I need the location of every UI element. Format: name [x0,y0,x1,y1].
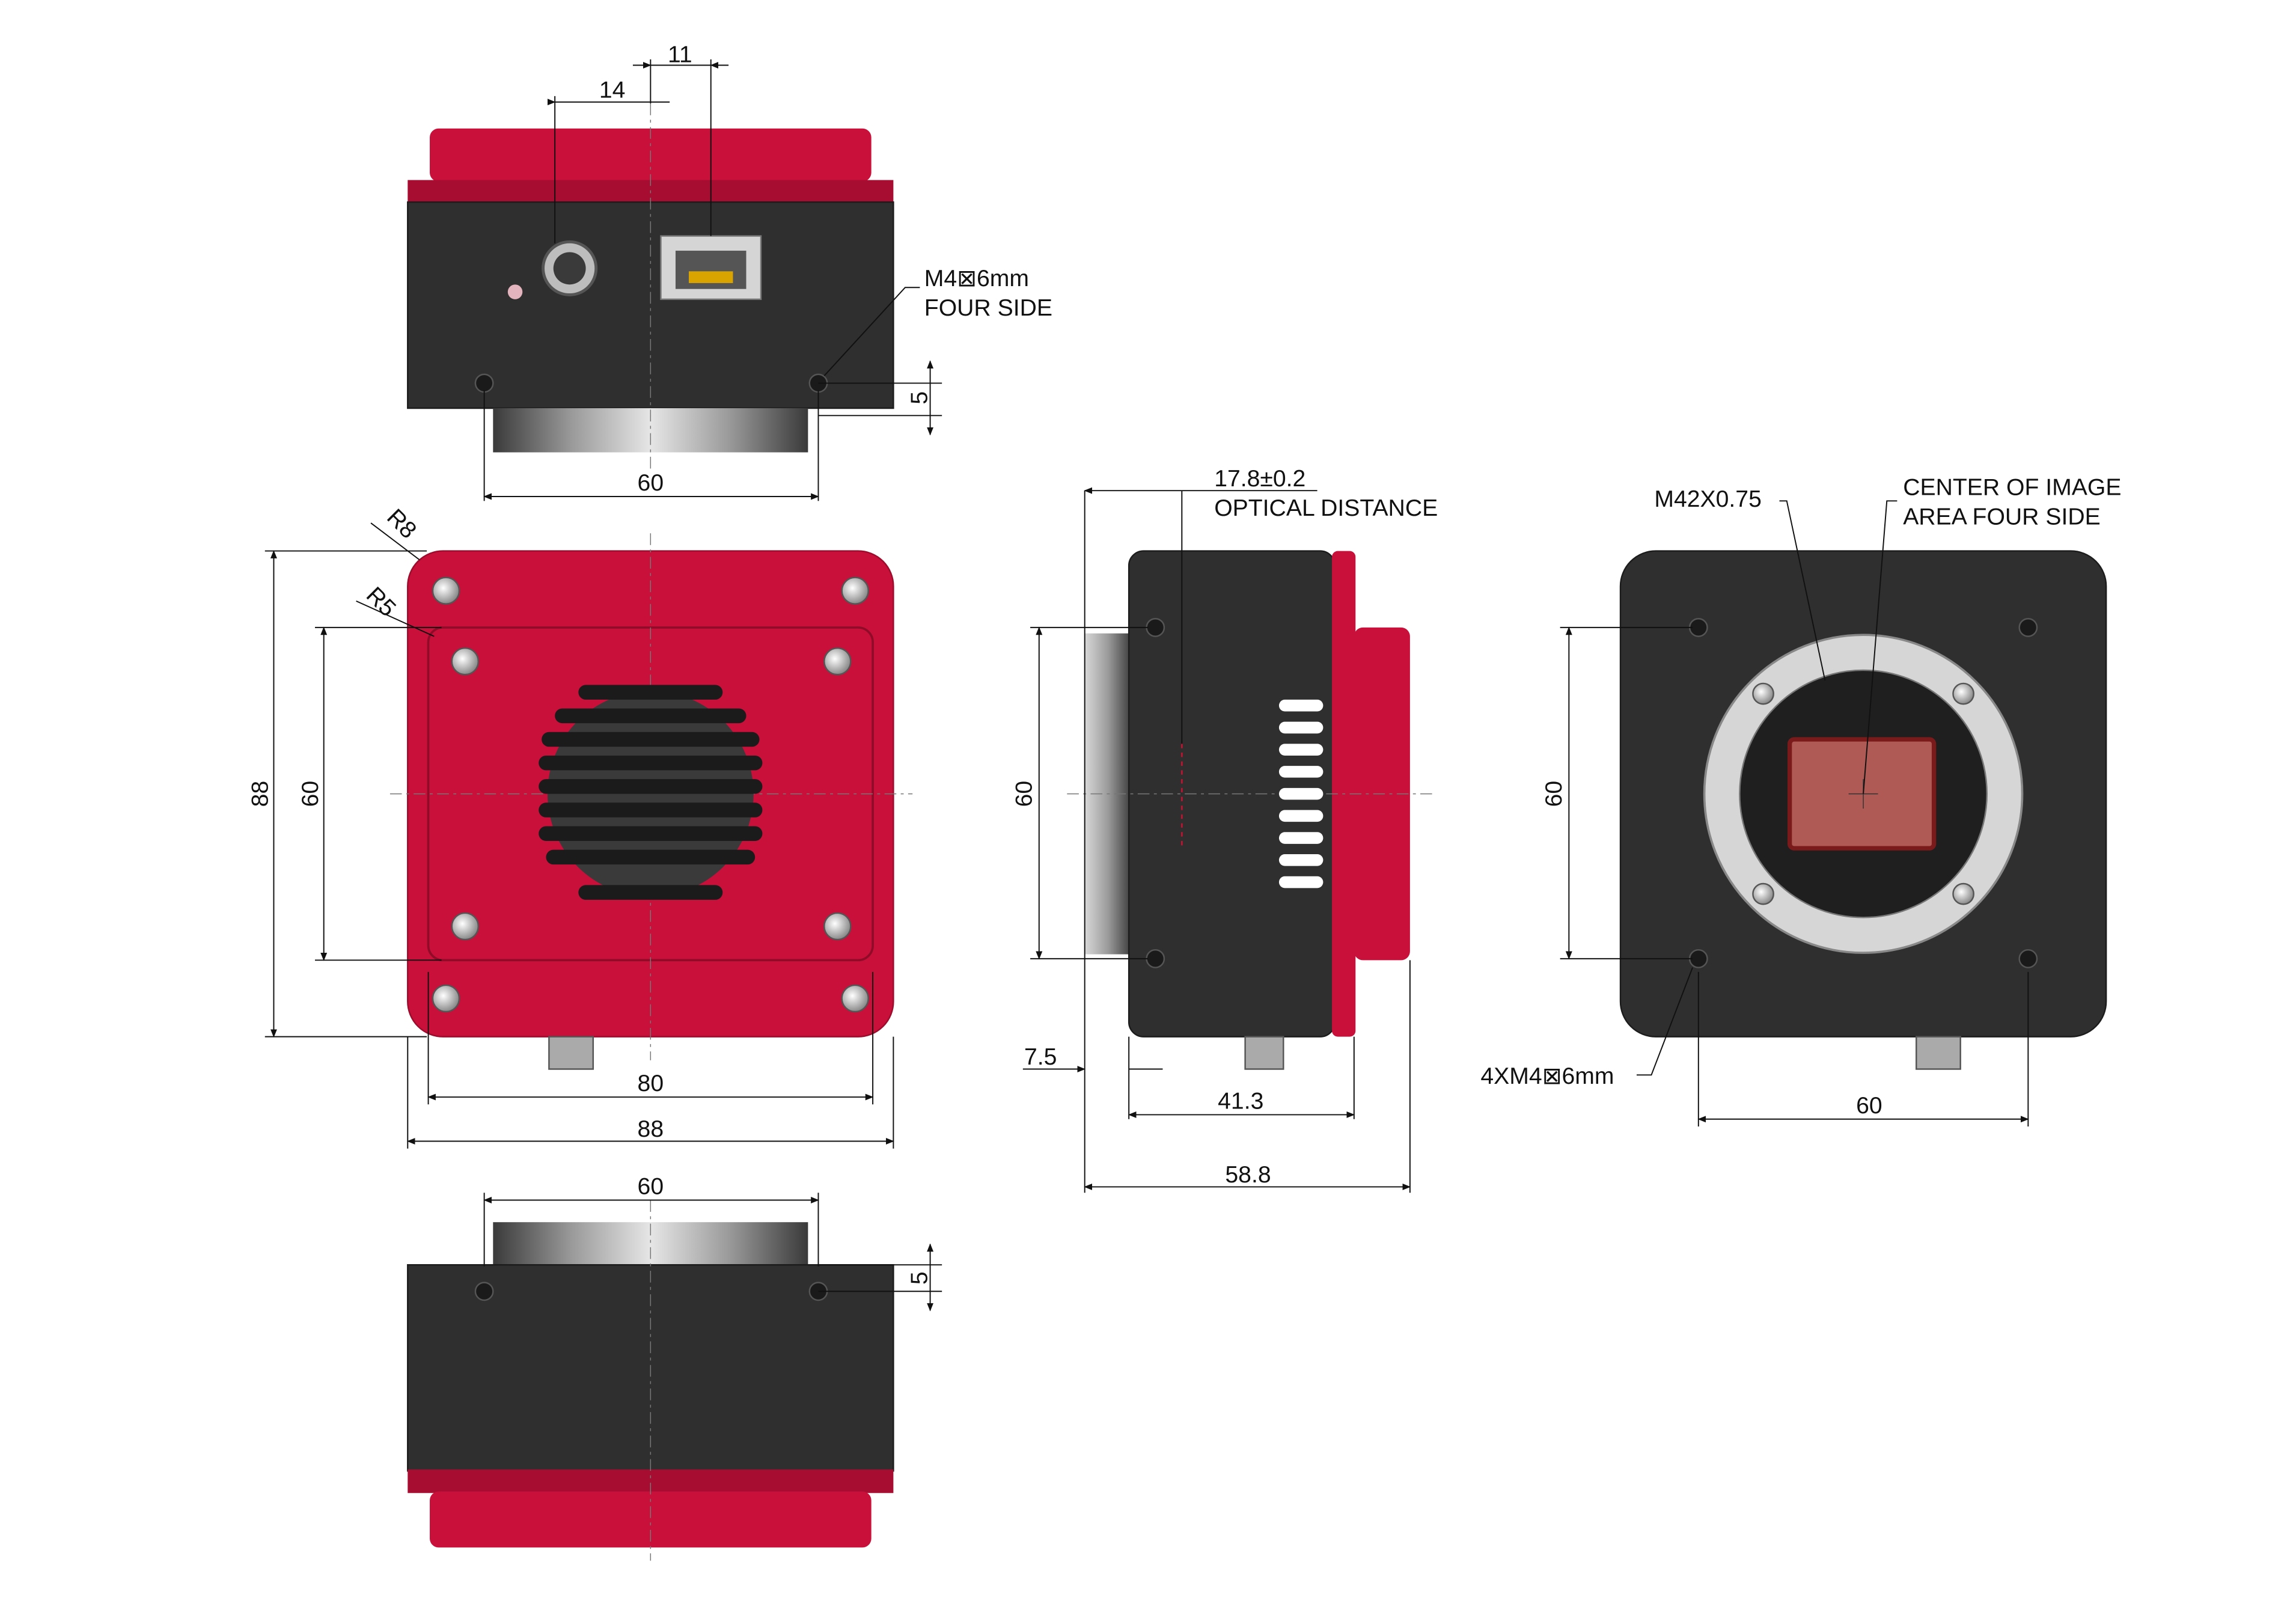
bottom-dimension-lines [483,1193,942,1312]
optical-distance-value: 17.8±0.2 [1214,466,1305,492]
ethernet-port-inner [675,251,747,289]
status-led-icon [507,284,523,299]
screw-hole-icon [2018,949,2038,968]
optical-distance-label: OPTICAL DISTANCE [1214,495,1438,521]
dim-60-front-horizontal: 60 [1856,1093,1882,1119]
tripod-mount-icon [548,1036,594,1070]
dim-80: 80 [638,1071,664,1096]
image-center-line1: CENTER OF IMAGE [1903,475,2121,501]
thread-callout-line1: M4⊠6mm [924,266,1029,292]
thread-callout-line2: FOUR SIDE [924,295,1052,321]
image-center-line2: AREA FOUR SIDE [1903,504,2101,530]
mount-screw-icon [1952,882,1974,905]
screw-icon [841,984,869,1013]
dim-60-side: 60 [1012,781,1037,807]
front-view: M42X0.75 CENTER OF IMAGE AREA FOUR SIDE … [1480,475,2122,1127]
screw-icon [823,912,852,941]
screw-hole-icon [1146,949,1165,968]
side-dimension-lines [1022,487,1411,1193]
dim-5-bottom: 5 [907,1271,933,1285]
mount-screw-icon [1952,682,1974,705]
rear-dimension-lines [264,522,894,1149]
screw-icon [451,912,480,941]
top-dimension-lines [483,59,942,501]
top-view: 11 14 60 5 M4⊠6mm FOUR SIDE [407,42,1052,501]
ethernet-port-pins [689,271,733,283]
front-dimension-lines [1560,500,2029,1127]
dim-11: 11 [668,42,692,68]
side-view: 17.8±0.2 OPTICAL DISTANCE 60 7.5 41.3 58… [1012,466,1438,1193]
mounting-holes-label: 4XM4⊠6mm [1480,1063,1614,1089]
screw-hole-icon [474,373,494,393]
radius-r5: R5 [361,582,401,622]
radius-r8: R8 [382,504,421,544]
lens-mount-label: M42X0.75 [1654,486,1762,512]
screw-icon [841,576,869,605]
dim-5-top: 5 [907,391,933,405]
dim-88-horizontal: 88 [638,1116,664,1142]
tripod-mount-icon [1244,1036,1284,1070]
side-vent-slots-icon [1278,699,1324,888]
dim-88-vertical: 88 [248,781,273,807]
dim-14: 14 [599,77,626,103]
screw-icon [432,576,460,605]
power-connector-inner [553,252,586,285]
screw-icon [432,984,460,1013]
dim-58-8: 58.8 [1225,1162,1271,1188]
screw-icon [451,647,480,676]
dim-60-bottom: 60 [638,1174,664,1200]
rear-view: R8 R5 88 60 80 88 [248,504,913,1149]
tripod-mount-icon [1916,1036,1961,1070]
screw-icon [823,647,852,676]
dim-60-front-vertical: 60 [1541,781,1567,807]
dim-60-top: 60 [638,470,664,496]
screw-hole-icon [474,1282,494,1301]
dim-60-vertical: 60 [298,781,323,807]
bottom-view: 60 5 [407,1174,942,1561]
bottom-view-red-lid [430,1491,872,1548]
dim-7-5: 7.5 [1024,1044,1057,1070]
dim-41-3: 41.3 [1218,1089,1263,1114]
screw-hole-icon [1146,617,1165,637]
mount-screw-icon [1752,882,1774,905]
fan-grille-icon [539,685,763,900]
mount-screw-icon [1752,682,1774,705]
screw-hole-icon [2018,617,2038,637]
